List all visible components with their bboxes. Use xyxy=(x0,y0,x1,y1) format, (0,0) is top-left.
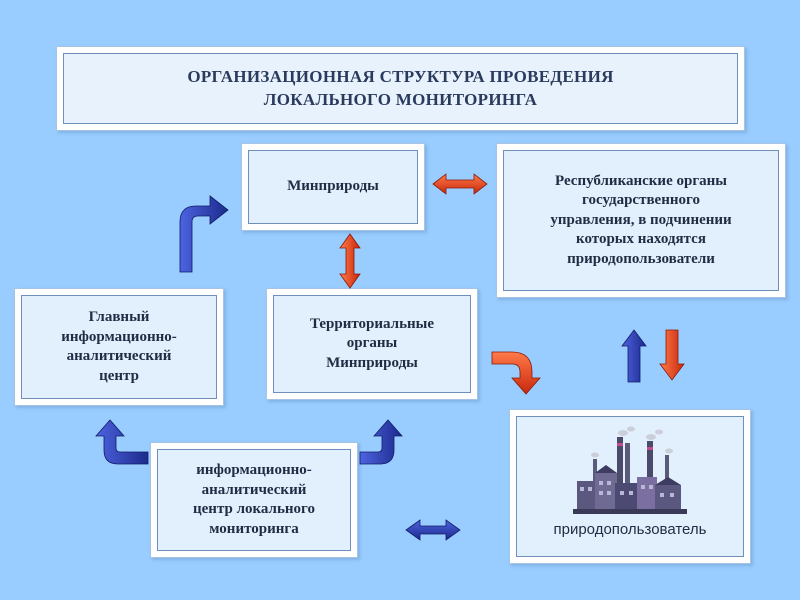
territorial-line-1: Территориальные xyxy=(309,315,435,332)
republic-organs-box-inner: Республиканские органы государственного … xyxy=(503,150,779,291)
resource-user-box-inner: природопользователь xyxy=(516,416,744,557)
arrow-local-center-to-territorial xyxy=(359,419,403,465)
arrow-local-center-to-main-center xyxy=(95,419,149,465)
title-box: ОРГАНИЗАЦИОННАЯ СТРУКТУРА ПРОВЕДЕНИЯ ЛОК… xyxy=(56,46,745,131)
territorial-organs-box: Территориальные органы Минприроды xyxy=(266,288,478,400)
title-line-1: ОРГАНИЗАЦИОННАЯ СТРУКТУРА ПРОВЕДЕНИЯ xyxy=(187,67,614,87)
title-line-2: ЛОКАЛЬНОГО МОНИТОРИНГА xyxy=(263,89,538,109)
main-center-line-3: аналитический xyxy=(66,348,172,364)
main-center-line-2: информационно- xyxy=(61,328,177,345)
double-arrow-local-center-user xyxy=(405,519,461,541)
factory-icon xyxy=(573,426,687,514)
arrow-territorial-to-user xyxy=(491,351,541,395)
republic-line-3: управления, в подчинении xyxy=(550,211,732,228)
local-center-box-inner: информационно- аналитический центр локал… xyxy=(157,449,351,551)
territorial-organs-box-inner: Территориальные органы Минприроды xyxy=(273,295,471,393)
double-arrow-minprirody-territorial xyxy=(339,233,361,289)
main-center-box: Главный информационно- аналитический цен… xyxy=(14,288,224,406)
title-box-inner: ОРГАНИЗАЦИОННАЯ СТРУКТУРА ПРОВЕДЕНИЯ ЛОК… xyxy=(63,53,738,124)
territorial-line-2: органы xyxy=(346,335,398,352)
arrow-down-republic-to-user xyxy=(659,329,685,381)
resource-user-box: природопользователь xyxy=(509,409,751,564)
republic-line-4: которых находятся xyxy=(576,231,706,248)
local-center-line-1: информационно- xyxy=(196,462,312,478)
resource-user-label: природопользователь xyxy=(553,521,707,538)
territorial-line-3: Минприроды xyxy=(326,354,418,371)
double-arrow-minprirody-republic xyxy=(432,173,488,195)
arrow-main-center-to-minprirody xyxy=(179,195,229,273)
local-center-line-2: аналитический xyxy=(201,481,307,498)
main-center-line-1: Главный xyxy=(88,309,150,325)
local-center-box: информационно- аналитический центр локал… xyxy=(150,442,358,558)
republic-organs-box: Республиканские органы государственного … xyxy=(496,143,786,298)
republic-line-2: государственного xyxy=(582,192,700,209)
minprirody-label: Минприроды xyxy=(287,178,379,195)
republic-line-5: природопользователи xyxy=(567,250,715,267)
local-center-line-3: центр локального xyxy=(193,501,315,517)
republic-line-1: Республиканские органы xyxy=(554,172,727,189)
minprirody-box-inner: Минприроды xyxy=(248,150,418,224)
main-center-box-inner: Главный информационно- аналитический цен… xyxy=(21,295,217,399)
arrow-up-user-to-republic xyxy=(621,329,647,383)
main-center-line-4: центр xyxy=(99,367,139,384)
minprirody-box: Минприроды xyxy=(241,143,425,231)
local-center-line-4: мониторинга xyxy=(209,520,299,537)
